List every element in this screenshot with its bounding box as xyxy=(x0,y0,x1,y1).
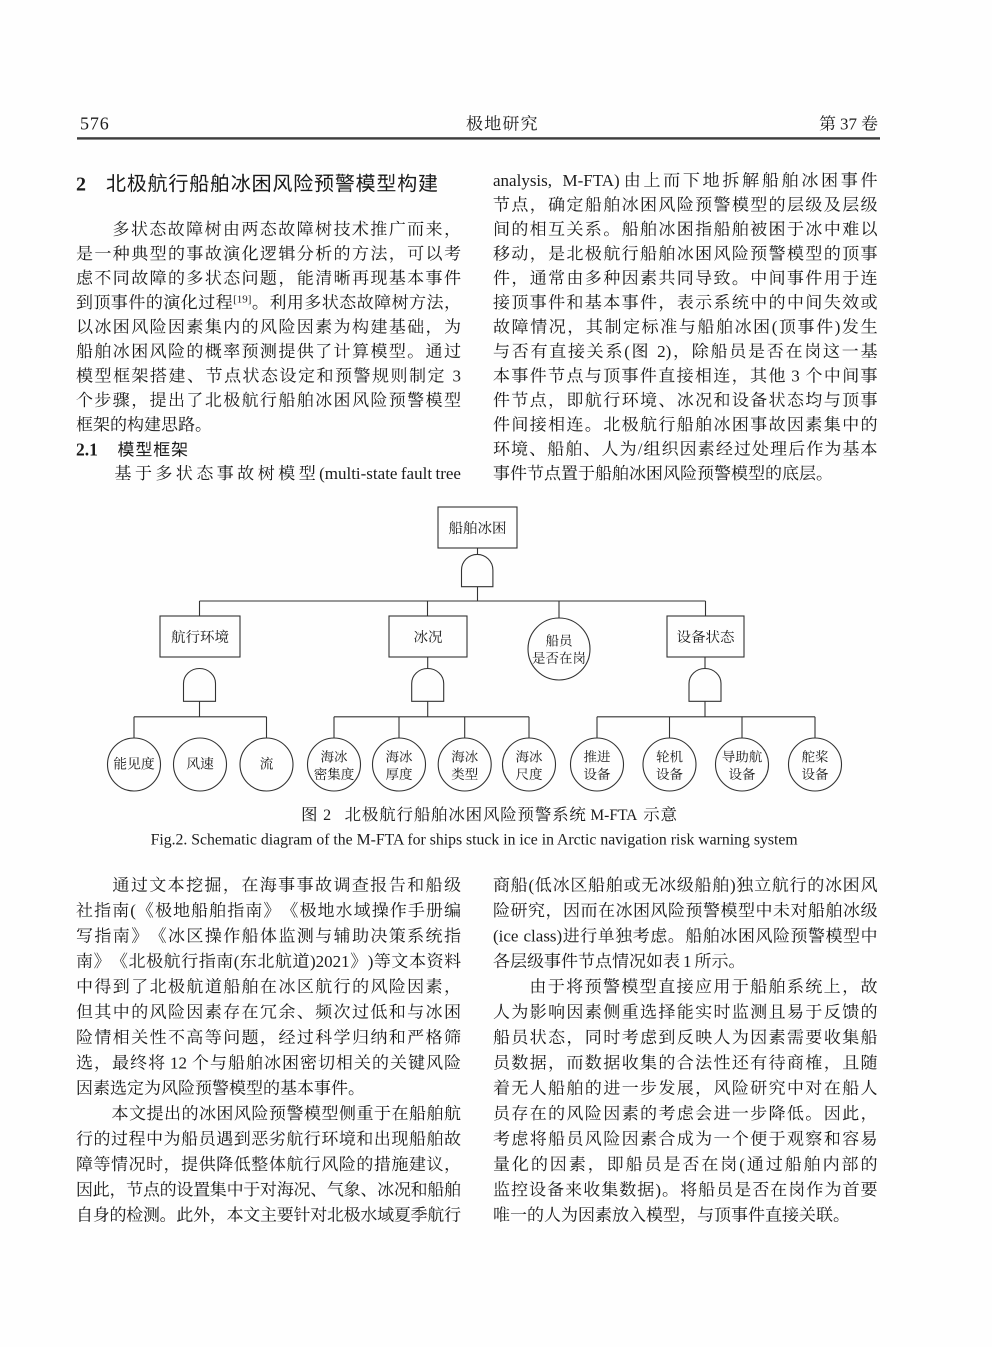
svg-text:(multi-state: (multi-state xyxy=(319,464,397,483)
svg-text:(: ( xyxy=(772,318,778,337)
svg-text:)2021: )2021 xyxy=(310,952,350,971)
svg-text:): ) xyxy=(368,952,374,971)
svg-text:(: ( xyxy=(130,901,136,920)
svg-text:[19]: [19] xyxy=(233,294,251,306)
svg-text:2: 2 xyxy=(76,174,86,196)
svg-text:M-FTA: M-FTA xyxy=(590,807,638,824)
svg-text:): ) xyxy=(655,1180,661,1199)
svg-text:Fig.2. Schematic diagram of th: Fig.2. Schematic diagram of the M-FTA fo… xyxy=(151,832,798,849)
svg-text:): ) xyxy=(835,318,841,337)
svg-text:(ice: (ice xyxy=(493,927,518,946)
svg-text:analysis,: analysis, xyxy=(493,171,552,190)
svg-text:M-FTA): M-FTA) xyxy=(563,171,620,190)
svg-text:2: 2 xyxy=(323,807,331,824)
svg-text:3: 3 xyxy=(791,367,800,386)
svg-text:(: ( xyxy=(529,876,535,895)
svg-text:12: 12 xyxy=(170,1054,187,1073)
svg-text:(: ( xyxy=(234,952,240,971)
svg-text:1: 1 xyxy=(683,952,692,971)
svg-text:class): class) xyxy=(524,927,563,946)
svg-text:/: / xyxy=(638,440,643,459)
svg-text:(: ( xyxy=(624,342,630,361)
svg-text:tree: tree xyxy=(436,464,461,483)
svg-text:37: 37 xyxy=(840,115,858,134)
svg-text:fault: fault xyxy=(401,464,432,483)
svg-text:576: 576 xyxy=(80,114,110,134)
svg-text:): ) xyxy=(730,876,736,895)
svg-text:3: 3 xyxy=(453,367,462,386)
svg-text:(: ( xyxy=(739,1155,745,1174)
svg-text:2): 2) xyxy=(657,342,671,361)
svg-text:2.1: 2.1 xyxy=(76,440,98,460)
